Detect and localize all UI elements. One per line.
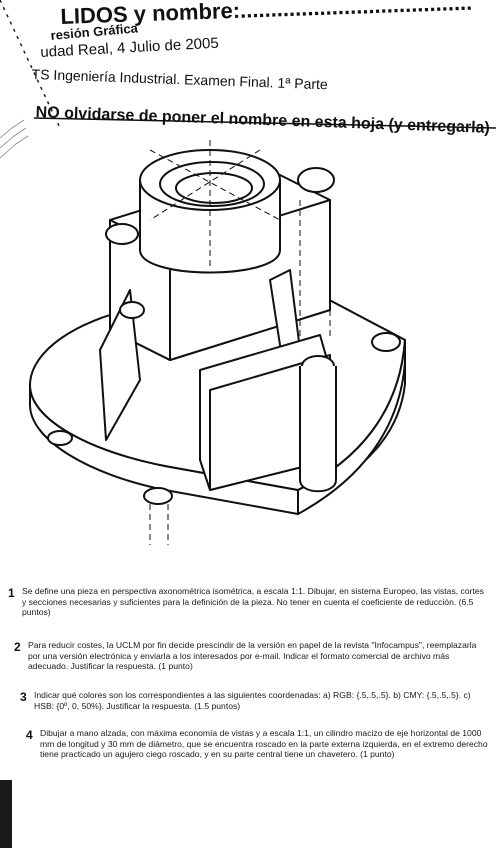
question-4: 4 Dibujar a mano alzada, con máxima econ…	[26, 728, 490, 760]
question-text: Indicar qué colores son los correspondie…	[34, 690, 471, 711]
page-fold-corner	[0, 119, 29, 159]
base-right-face	[297, 339, 406, 515]
question-number: 3	[20, 690, 27, 704]
exam-header: LIDOS y nombre:.........................…	[0, 0, 500, 150]
center-axis-diag-2	[149, 149, 261, 221]
question-1: 1 Se define una pieza en perspectiva axo…	[8, 586, 490, 618]
front-left-hole	[47, 430, 73, 446]
question-text: Se define una pieza en perspectiva axono…	[22, 586, 484, 617]
left-hole	[119, 301, 145, 319]
warning-underline	[33, 117, 497, 129]
header-lines	[0, 0, 497, 129]
question-number: 4	[26, 728, 33, 742]
back-left-hole	[105, 223, 139, 245]
back-right-hole	[297, 167, 335, 193]
isometric-part-drawing	[29, 140, 406, 545]
front-boss	[299, 366, 337, 493]
page-edge-shadow	[0, 780, 12, 848]
right-base-hole	[371, 332, 401, 352]
question-2: 2 Para reducir costes, la UCLM por fin d…	[14, 640, 490, 672]
center-axis-diag-1	[149, 149, 281, 221]
question-text: Para reducir costes, la UCLM por fin dec…	[28, 640, 477, 671]
question-3: 3 Indicar qué colores son los correspond…	[20, 690, 490, 711]
question-number: 1	[8, 586, 15, 600]
question-number: 2	[14, 640, 21, 654]
cylinder-bore-inner	[175, 172, 253, 204]
front-hole	[143, 487, 173, 505]
question-text: Dibujar a mano alzada, con máxima econom…	[40, 728, 488, 759]
